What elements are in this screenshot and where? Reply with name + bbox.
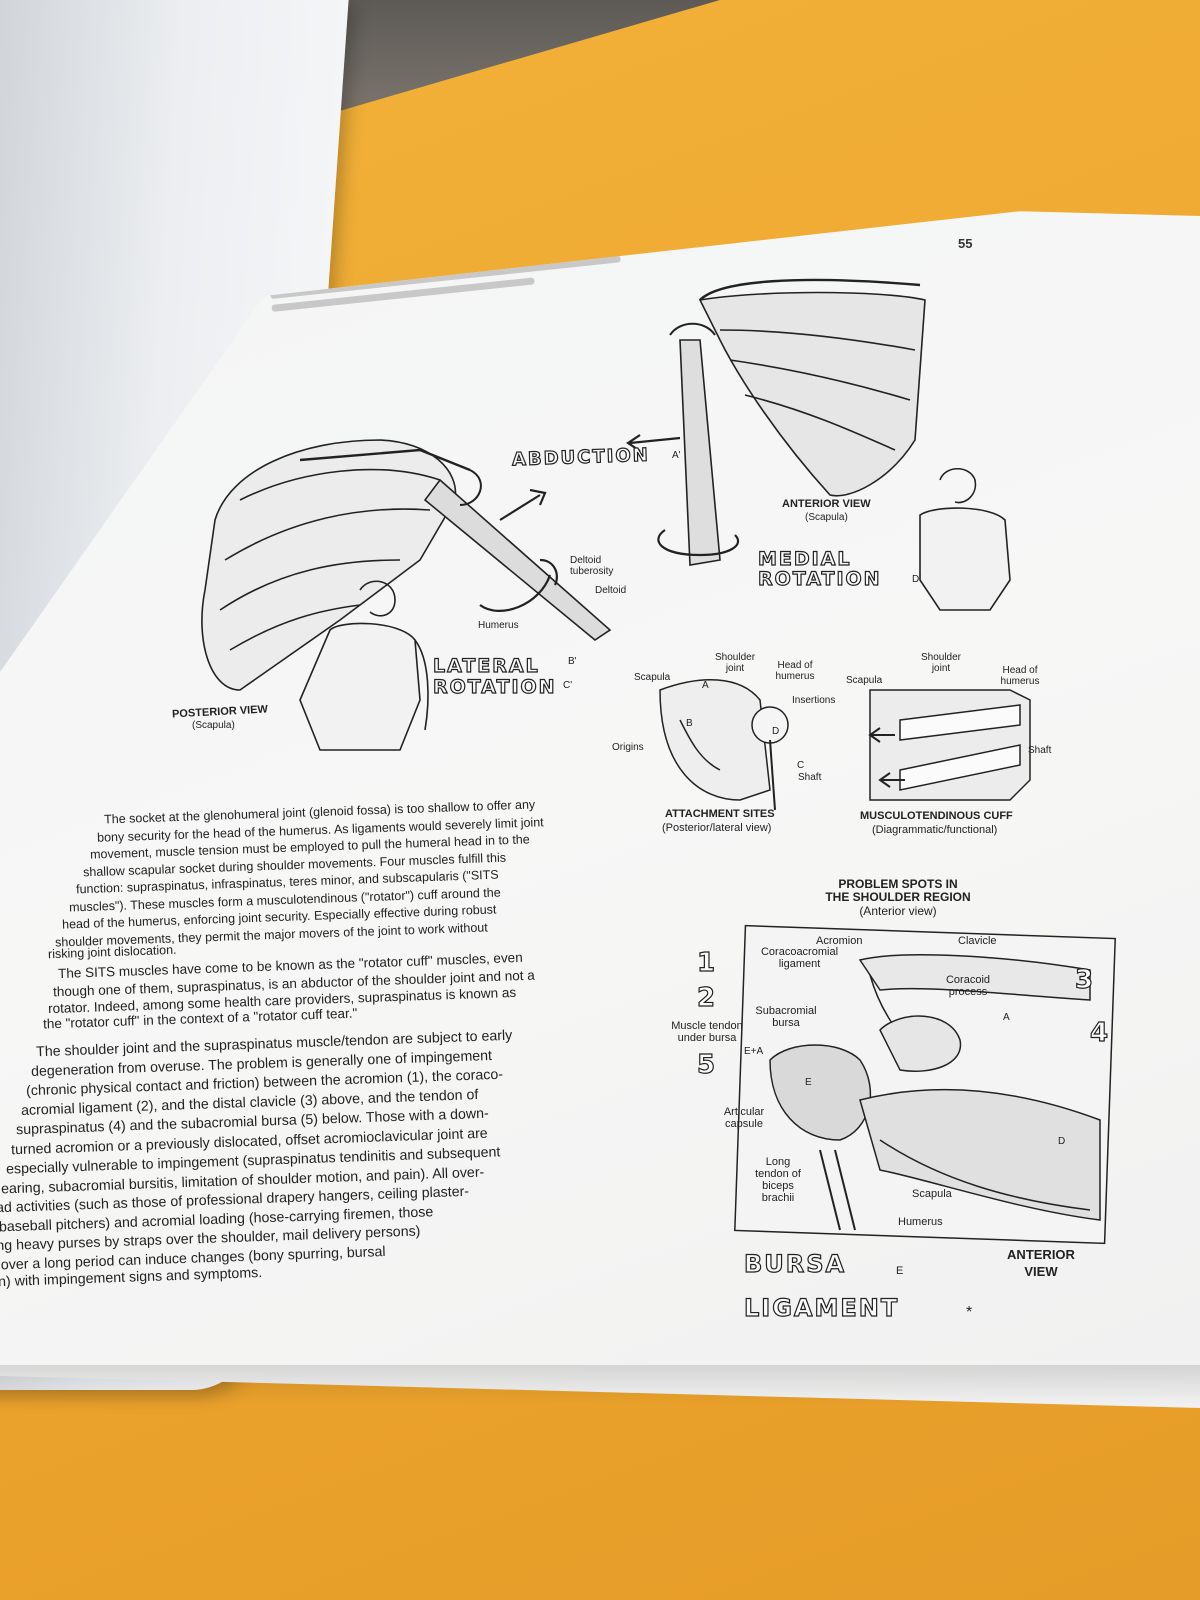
insertions-label: Insertions bbox=[792, 695, 836, 706]
subacromial-bursa-label: Subacromial bursa bbox=[755, 1005, 817, 1030]
page-bottom-shadow bbox=[0, 1365, 1200, 1405]
attachment-letter-a: A bbox=[702, 680, 709, 691]
problem-humerus-label: Humerus bbox=[898, 1216, 943, 1228]
problem-spots-title-line1: PROBLEM SPOTS IN bbox=[838, 877, 958, 891]
problem-spots-title-line2: THE SHOULDER REGION bbox=[825, 890, 971, 904]
problem-anterior-view-line1: ANTERIOR bbox=[1007, 1247, 1075, 1262]
long-tendon-label: Long tendon of biceps brachii bbox=[755, 1156, 801, 1205]
cuff-drawing bbox=[868, 689, 1031, 801]
anterior-view-title: ANTERIOR VIEW bbox=[782, 498, 871, 510]
attachment-sites-title: ATTACHMENT SITES bbox=[665, 808, 775, 820]
medial-rotation-title-line1: MEDIAL bbox=[757, 547, 852, 570]
lateral-marker-b: B' bbox=[568, 656, 577, 667]
articular-capsule-label: Articular capsule bbox=[723, 1106, 765, 1131]
problem-spots-subtitle: (Anterior view) bbox=[859, 904, 937, 918]
cuff-shaft-label: Shaft bbox=[1028, 745, 1052, 756]
cuff-head-of-humerus-label: Head of humerus bbox=[1000, 665, 1040, 687]
problem-letter-d: D bbox=[1058, 1136, 1066, 1147]
ligament-marker: * bbox=[966, 1304, 973, 1321]
marker-4: 4 bbox=[1089, 1017, 1109, 1048]
lateral-rotation-title-line2: ROTATION bbox=[432, 675, 557, 698]
posterior-scapula-drawing bbox=[201, 439, 612, 751]
humerus-label: Humerus bbox=[478, 620, 519, 631]
attachment-letter-c: C bbox=[797, 760, 805, 771]
muscle-tendon-label: Muscle tendon under bursa bbox=[671, 1020, 743, 1045]
posterior-view-subtitle: (Scapula) bbox=[192, 720, 235, 731]
attachment-scapula-label: Scapula bbox=[634, 672, 671, 683]
deltoid-tuberosity-label: Deltoid tuberosity bbox=[570, 555, 614, 577]
problem-spots-drawing bbox=[734, 924, 1117, 1245]
attachment-head-of-humerus-label: Head of humerus bbox=[775, 660, 815, 682]
attachment-sites-drawing bbox=[659, 679, 789, 811]
problem-letter-ea: E+A bbox=[744, 1046, 764, 1057]
attachment-letter-b: B bbox=[686, 718, 693, 729]
clavicle-label: Clavicle bbox=[958, 935, 997, 947]
cuff-subtitle: (Diagrammatic/functional) bbox=[872, 824, 998, 836]
coracoacromial-ligament-label: Coracoacromial ligament bbox=[760, 946, 839, 971]
problem-letter-a: A bbox=[1003, 1012, 1010, 1023]
page-number: 55 bbox=[958, 236, 973, 251]
marker-1: 1 bbox=[696, 947, 716, 978]
origins-label: Origins bbox=[612, 742, 644, 753]
problem-anterior-view-line2: VIEW bbox=[1024, 1264, 1058, 1279]
bursa-title: BURSA bbox=[743, 1249, 847, 1278]
cuff-scapula-label: Scapula bbox=[846, 675, 883, 686]
acromion-label: Acromion bbox=[816, 935, 863, 947]
abduction-marker: A' bbox=[672, 450, 681, 461]
deltoid-label: Deltoid bbox=[595, 585, 627, 596]
cuff-title: MUSCULOTENDINOUS CUFF bbox=[860, 810, 1013, 822]
medial-rotation-title-line2: ROTATION bbox=[757, 567, 882, 590]
marker-5: 5 bbox=[696, 1049, 716, 1080]
bursa-marker: E bbox=[896, 1265, 904, 1277]
coracoid-process-label: Coracoid process bbox=[945, 974, 991, 999]
marker-2: 2 bbox=[696, 982, 716, 1013]
cuff-shoulder-joint-label: Shoulder joint bbox=[920, 652, 962, 674]
attachment-sites-subtitle: (Posterior/lateral view) bbox=[662, 822, 772, 834]
lateral-rotation-title-line1: LATERAL bbox=[432, 654, 540, 677]
problem-letter-e: E bbox=[805, 1077, 812, 1088]
ligament-title: LIGAMENT bbox=[743, 1293, 900, 1322]
anterior-scapula-drawing bbox=[626, 278, 1011, 611]
attachment-letter-d: D bbox=[772, 726, 780, 737]
attachment-shaft-label: Shaft bbox=[798, 772, 822, 783]
lateral-marker-c: C' bbox=[563, 680, 573, 691]
attachment-shoulder-joint-label: Shoulder joint bbox=[715, 652, 756, 674]
anterior-view-subtitle: (Scapula) bbox=[805, 512, 848, 523]
medial-rotation-marker: D' bbox=[912, 574, 922, 585]
problem-scapula-label: Scapula bbox=[912, 1188, 952, 1200]
marker-3: 3 bbox=[1074, 964, 1094, 995]
